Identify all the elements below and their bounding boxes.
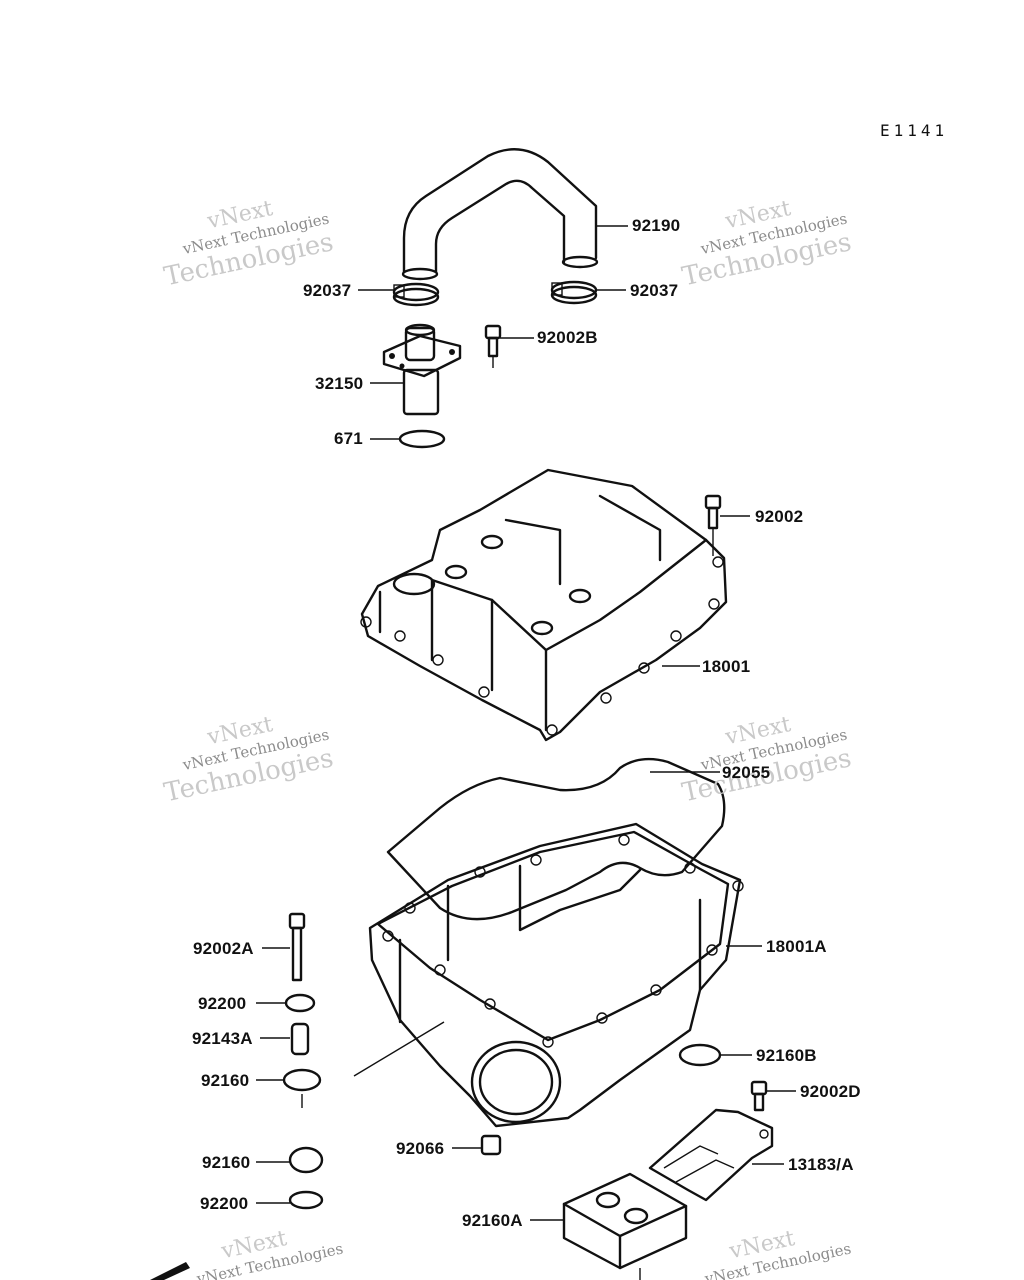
callout-bolt-fitting[interactable]: 92002B (537, 328, 598, 347)
collar-part (290, 1022, 310, 1056)
callout-long-bolt[interactable]: 92002A (193, 939, 254, 958)
callout-cover[interactable]: 18001 (702, 657, 751, 676)
callout-o-ring[interactable]: 671 (334, 429, 363, 448)
callout-gasket[interactable]: 92055 (722, 763, 771, 782)
callout-damper-top[interactable]: 92160 (201, 1071, 250, 1090)
callout-damper-case[interactable]: 92160B (756, 1046, 817, 1065)
callout-washer-top[interactable]: 92200 (198, 994, 247, 1013)
callout-damper-block[interactable]: 92160A (462, 1211, 523, 1230)
callout-drain-plug[interactable]: 92066 (396, 1139, 445, 1158)
bolt-cover-part (704, 494, 722, 556)
callout-bracket[interactable]: 13183/A (788, 1155, 854, 1174)
damper-block-part (562, 1172, 688, 1280)
cover-part (360, 468, 728, 742)
callout-bolt-cover[interactable]: 92002 (755, 507, 804, 526)
damper-top-part (282, 1068, 322, 1108)
clamp-right-part (550, 280, 598, 305)
callout-fitting[interactable]: 32150 (315, 374, 364, 393)
bracket-part (648, 1108, 774, 1202)
callout-hose[interactable]: 92190 (632, 216, 681, 235)
callout-washer-bottom[interactable]: 92200 (200, 1194, 249, 1213)
leader-lines (256, 225, 796, 1221)
callout-damper-bottom[interactable]: 92160 (202, 1153, 251, 1172)
long-bolt-part (288, 912, 306, 982)
clamp-left-part (392, 282, 440, 307)
callout-bolt-bracket[interactable]: 92002D (800, 1082, 861, 1101)
damper-case-part (678, 1043, 722, 1067)
o-ring-part (398, 429, 446, 449)
callout-case[interactable]: 18001A (766, 937, 827, 956)
callout-clamp-right[interactable]: 92037 (630, 281, 679, 300)
damper-bottom-part (288, 1146, 324, 1174)
case-part (353, 822, 744, 1128)
washer-top-part (284, 993, 316, 1013)
callout-collar[interactable]: 92143A (192, 1029, 253, 1048)
bolt-bracket-part (750, 1080, 768, 1112)
callout-clamp-left[interactable]: 92037 (303, 281, 352, 300)
hose-part (401, 148, 599, 281)
fitting-part (382, 323, 462, 416)
washer-bottom-part (288, 1190, 324, 1210)
bolt-fitting-part (484, 324, 502, 368)
diagram-id: E1141 (880, 121, 949, 140)
corner-fragment (150, 1262, 190, 1280)
gasket-part (386, 757, 726, 921)
drain-plug-part (480, 1134, 502, 1156)
